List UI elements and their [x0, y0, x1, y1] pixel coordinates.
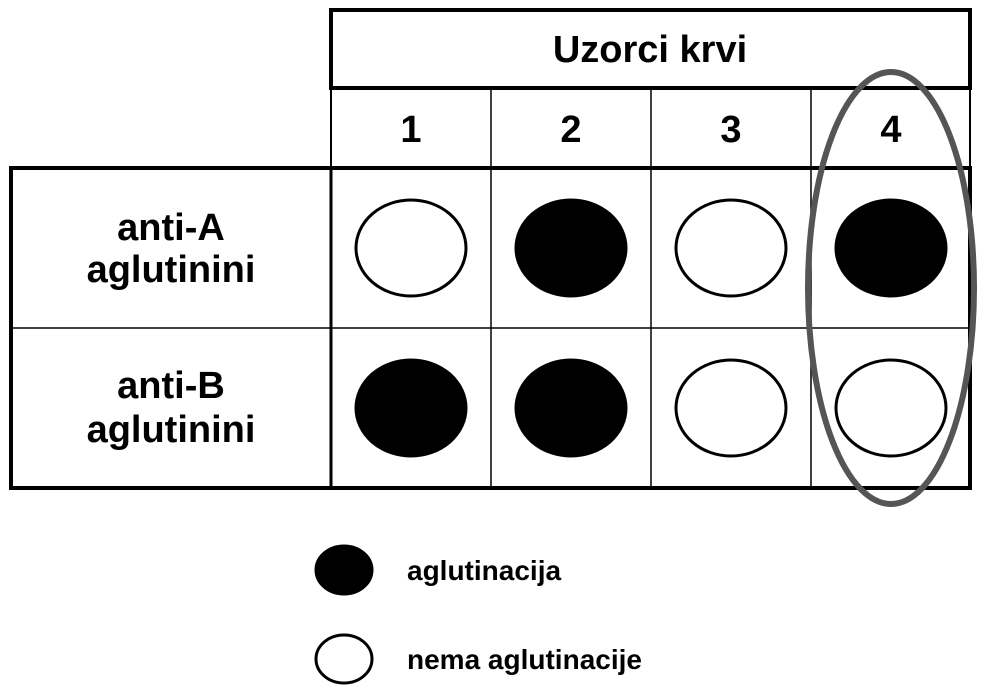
column-4-highlight — [805, 69, 977, 507]
row-labels: anti-A aglutinini anti-B aglutinini — [87, 207, 256, 451]
marker-anti-a-sample-1 — [354, 198, 468, 298]
column-header-3: 3 — [720, 109, 741, 151]
result-markers — [354, 198, 948, 458]
column-header-2: 2 — [560, 109, 581, 151]
legend-no-agglutination-label: nema aglutinacije — [407, 644, 642, 675]
marker-anti-b-sample-2 — [514, 358, 628, 458]
marker-anti-b-sample-4 — [834, 358, 948, 458]
legend-no-agglutination-marker — [314, 633, 374, 685]
marker-anti-b-sample-1 — [354, 358, 468, 458]
column-header-1: 1 — [400, 109, 421, 151]
marker-anti-b-sample-3 — [674, 358, 788, 458]
legend-agglutination-label: aglutinacija — [407, 555, 561, 586]
legend: aglutinacija nema aglutinacije — [314, 544, 642, 685]
column-headers: 1 2 3 4 — [400, 109, 901, 151]
table-title: Uzorci krvi — [553, 29, 747, 71]
row-label-anti-b-line2: aglutinini — [87, 409, 256, 451]
row-label-anti-a-line1: anti-A — [117, 207, 225, 249]
row-label-anti-a-line2: aglutinini — [87, 249, 256, 291]
marker-anti-a-sample-3 — [674, 198, 788, 298]
column-header-4: 4 — [880, 109, 901, 151]
legend-agglutination-marker — [314, 544, 374, 596]
row-label-anti-b-line1: anti-B — [117, 365, 225, 407]
marker-anti-a-sample-2 — [514, 198, 628, 298]
marker-anti-a-sample-4 — [834, 198, 948, 298]
